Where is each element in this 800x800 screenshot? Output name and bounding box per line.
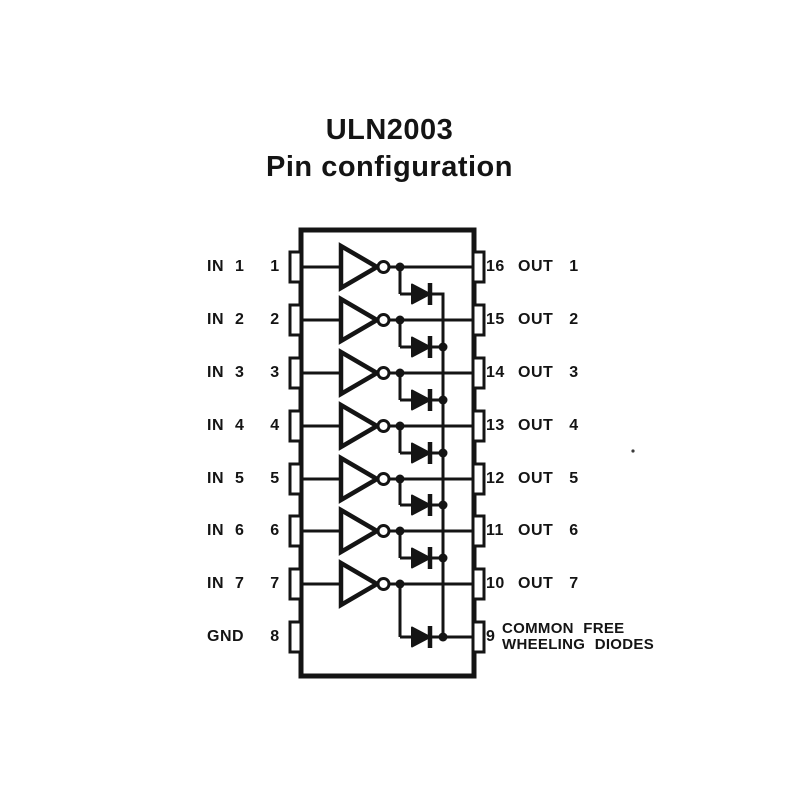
pin8-name: GND	[207, 628, 245, 645]
pin16-name: OUT 1	[518, 258, 579, 275]
diagram-subtitle: Pin configuration	[266, 151, 513, 183]
pin10-number: 10	[486, 575, 505, 592]
inverter-gate-7	[301, 563, 473, 605]
inverter-gate-6	[301, 510, 473, 552]
bus-junction-dots	[438, 342, 448, 642]
pin9-function-line2: WHEELING DIODES	[502, 636, 655, 653]
pin-stub-15	[471, 303, 486, 337]
pin15-number: 15	[486, 311, 505, 328]
pin-stub-14	[471, 356, 486, 390]
pin-stub-9	[471, 620, 486, 654]
pin-stub-5	[288, 462, 303, 496]
pin2-name: IN 2	[207, 311, 245, 328]
flyback-diode-2	[400, 336, 443, 358]
pin7-number: 7	[270, 575, 280, 592]
pin9-function-label: COMMON FREE WHEELING DIODES	[502, 621, 654, 653]
pin-stub-10	[471, 567, 486, 601]
flyback-diode-7	[400, 626, 443, 648]
pin4-number: 4	[270, 417, 280, 434]
pin6-name: IN 6	[207, 522, 245, 539]
pin7-name: IN 7	[207, 575, 245, 592]
part-number-title: ULN2003	[325, 114, 454, 146]
pin12-name: OUT 5	[518, 470, 579, 487]
pin-stub-3	[288, 356, 303, 390]
flyback-diode-3	[400, 389, 443, 411]
pin-stub-7	[288, 567, 303, 601]
pin-stub-12	[471, 462, 486, 496]
pin-stub-11	[471, 514, 486, 548]
flyback-diode-6	[400, 547, 443, 569]
pin15-name: OUT 2	[518, 311, 579, 328]
pin-stub-13	[471, 409, 486, 443]
flyback-diode-4	[400, 442, 443, 464]
flyback-diode-1	[400, 283, 443, 305]
pin-stub-2	[288, 303, 303, 337]
pin5-number: 5	[270, 470, 280, 487]
diagram-title: ULN2003 Pin configuration	[0, 112, 779, 186]
inverter-gate-4	[301, 405, 473, 447]
pin14-name: OUT 3	[518, 364, 579, 381]
pin12-number: 12	[486, 470, 505, 487]
pin-stub-6	[288, 514, 303, 548]
pin10-name: OUT 7	[518, 575, 579, 592]
inverter-gate-2	[301, 299, 473, 341]
pin3-name: IN 3	[207, 364, 245, 381]
pin6-number: 6	[270, 522, 280, 539]
pin-stub-1	[288, 250, 303, 284]
ic-body-outline	[298, 227, 477, 679]
pin1-name: IN 1	[207, 258, 245, 275]
pin4-name: IN 4	[207, 417, 245, 434]
pin9-function-line1: COMMON FREE	[502, 620, 625, 637]
pin8-number: 8	[270, 628, 280, 645]
inverter-gate-1	[301, 246, 473, 288]
pin5-name: IN 5	[207, 470, 245, 487]
inverter-gate-5	[301, 458, 473, 500]
scan-speck	[631, 449, 635, 453]
pin-stub-8	[288, 620, 303, 654]
pin11-name: OUT 6	[518, 522, 579, 539]
pin1-number: 1	[270, 258, 280, 275]
pin14-number: 14	[486, 364, 505, 381]
pin-stub-4	[288, 409, 303, 443]
inverter-gate-3	[301, 352, 473, 394]
pin13-name: OUT 4	[518, 417, 579, 434]
pin16-number: 16	[486, 258, 505, 275]
pin13-number: 13	[486, 417, 505, 434]
flyback-diode-5	[400, 494, 443, 516]
pin11-number: 11	[486, 522, 504, 539]
pin-stub-16	[471, 250, 486, 284]
pin2-number: 2	[270, 311, 280, 328]
pin9-number: 9	[486, 628, 496, 645]
pin3-number: 3	[270, 364, 280, 381]
